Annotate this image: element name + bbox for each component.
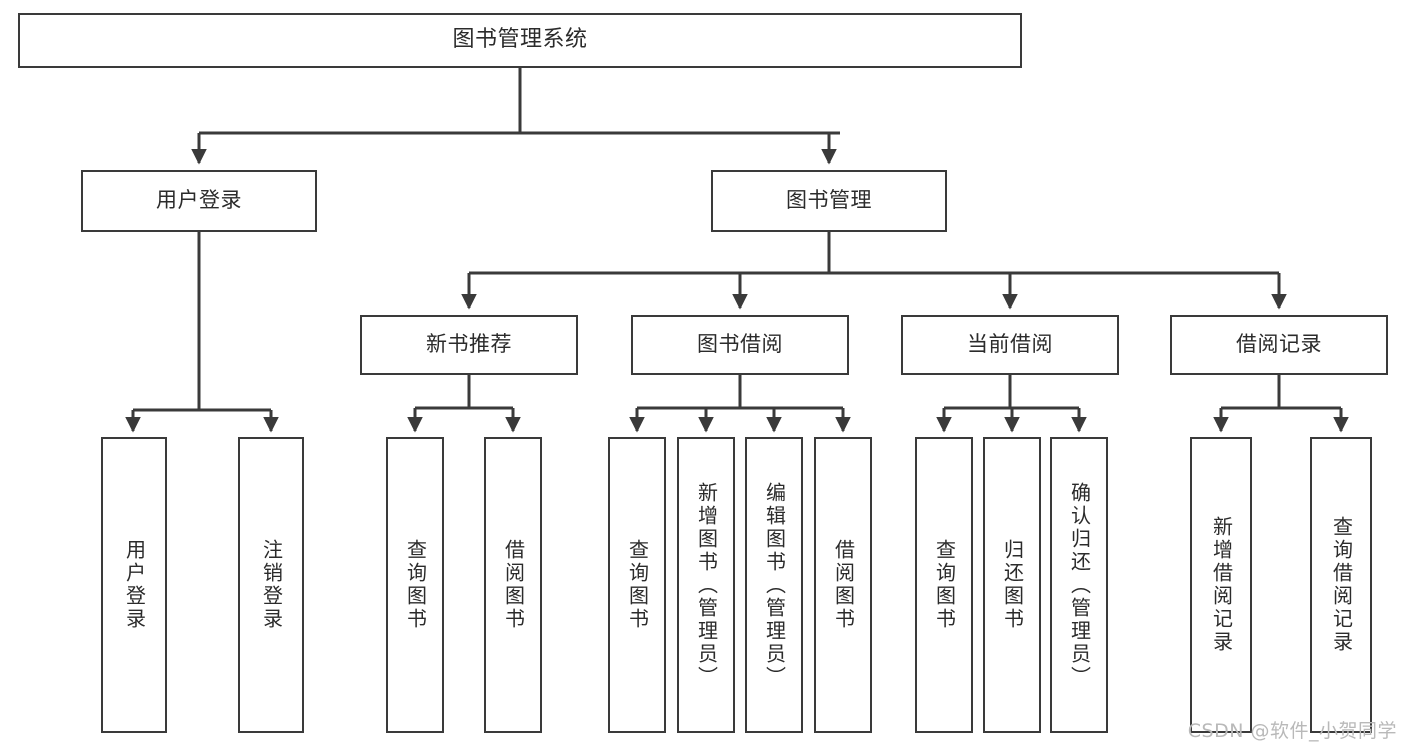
csdn-watermark: CSDN @软件_小贺同学 xyxy=(1187,720,1397,742)
leaf-return-book[interactable]: 归还图书 xyxy=(983,437,1041,733)
node-label: 用户登录 xyxy=(122,539,147,631)
node-label: 新增借阅记录 xyxy=(1209,516,1234,654)
node-user-login[interactable]: 用户登录 xyxy=(81,170,317,232)
node-label: 借阅记录 xyxy=(1236,332,1322,357)
leaf-borrow-book-recommend[interactable]: 借阅图书 xyxy=(484,437,542,733)
node-label: 新增图书（管理员） xyxy=(694,481,719,689)
node-borrow-records[interactable]: 借阅记录 xyxy=(1170,315,1388,375)
leaf-query-book-borrow[interactable]: 查询图书 xyxy=(608,437,666,733)
node-label: 归还图书 xyxy=(1000,539,1025,631)
leaf-query-book-current[interactable]: 查询图书 xyxy=(915,437,973,733)
node-label: 新书推荐 xyxy=(426,332,512,357)
leaf-edit-book-admin[interactable]: 编辑图书（管理员） xyxy=(745,437,803,733)
node-root[interactable]: 图书管理系统 xyxy=(18,13,1022,68)
leaf-confirm-return-admin[interactable]: 确认归还（管理员） xyxy=(1050,437,1108,733)
leaf-logout[interactable]: 注销登录 xyxy=(238,437,304,733)
node-label: 用户登录 xyxy=(156,188,242,213)
node-book-management[interactable]: 图书管理 xyxy=(711,170,947,232)
leaf-add-borrow-record[interactable]: 新增借阅记录 xyxy=(1190,437,1252,733)
leaf-query-book-recommend[interactable]: 查询图书 xyxy=(386,437,444,733)
node-label: 编辑图书（管理员） xyxy=(762,481,787,689)
node-label: 查询图书 xyxy=(625,539,650,631)
leaf-user-login[interactable]: 用户登录 xyxy=(101,437,167,733)
node-label: 注销登录 xyxy=(259,539,284,631)
node-label: 查询图书 xyxy=(932,539,957,631)
leaf-query-borrow-record[interactable]: 查询借阅记录 xyxy=(1310,437,1372,733)
node-label: 确认归还（管理员） xyxy=(1067,481,1092,689)
node-current-borrow[interactable]: 当前借阅 xyxy=(901,315,1119,375)
node-label: 当前借阅 xyxy=(967,332,1053,357)
node-label: 借阅图书 xyxy=(501,539,526,631)
node-book-borrow[interactable]: 图书借阅 xyxy=(631,315,849,375)
node-label: 查询图书 xyxy=(403,539,428,631)
node-new-book-recommend[interactable]: 新书推荐 xyxy=(360,315,578,375)
leaf-add-book-admin[interactable]: 新增图书（管理员） xyxy=(677,437,735,733)
node-label: 图书管理系统 xyxy=(452,27,588,53)
leaf-borrow-book[interactable]: 借阅图书 xyxy=(814,437,872,733)
node-label: 图书借阅 xyxy=(697,332,783,357)
node-label: 图书管理 xyxy=(786,188,872,213)
node-label: 借阅图书 xyxy=(831,539,856,631)
node-label: 查询借阅记录 xyxy=(1329,516,1354,654)
